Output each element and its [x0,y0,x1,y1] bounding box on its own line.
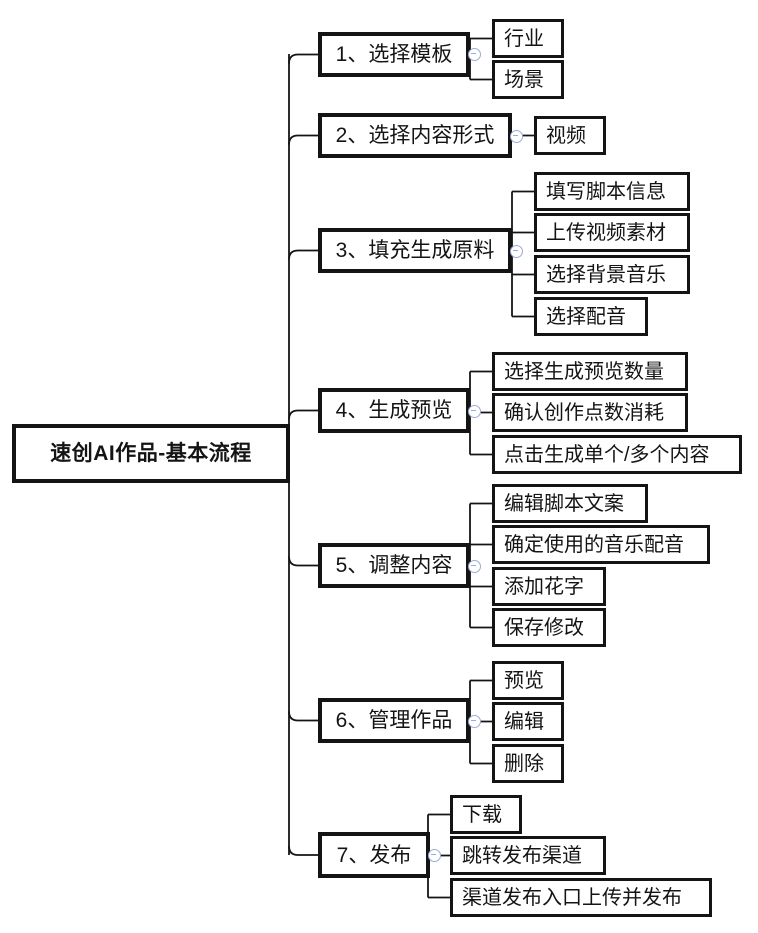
node-branch-7-child-3[interactable]: 渠道发布入口上传并发布 [450,878,712,917]
node-branch-1-child-1[interactable]: 行业 [492,19,564,58]
node-branch-3-child-3-label: 选择背景音乐 [546,263,666,286]
node-branch-5-label: 5、调整内容 [335,554,453,577]
node-branch-5-child-4-label: 保存修改 [504,616,584,639]
root-node[interactable]: 速创AI作品-基本流程 [12,424,290,483]
node-branch-7-child-1-label: 下载 [462,803,502,826]
node-branch-3-child-4-label: 选择配音 [546,305,626,328]
node-branch-6-child-1[interactable]: 预览 [492,661,564,700]
node-branch-7-child-2[interactable]: 跳转发布渠道 [450,836,606,875]
node-branch-5-child-1-label: 编辑脚本文案 [504,492,624,515]
node-branch-4-child-2-label: 确认创作点数消耗 [504,401,664,424]
node-branch-5-child-2[interactable]: 确定使用的音乐配音 [492,525,710,564]
node-branch-6-child-2-label: 编辑 [504,710,544,733]
node-branch-4-label: 4、生成预览 [335,399,453,422]
node-branch-6-label: 6、管理作品 [335,709,453,732]
node-branch-6[interactable]: 6、管理作品 [318,698,470,743]
node-branch-3-child-2[interactable]: 上传视频素材 [534,213,690,252]
node-branch-1-child-2[interactable]: 场景 [492,60,564,99]
node-branch-2[interactable]: 2、选择内容形式 [318,113,512,158]
collapse-toggle-icon-5[interactable] [468,560,481,573]
node-branch-5-child-2-label: 确定使用的音乐配音 [504,533,684,556]
node-branch-2-child-1[interactable]: 视频 [534,116,606,155]
node-branch-1-child-1-label: 行业 [504,27,544,50]
node-branch-5-child-4[interactable]: 保存修改 [492,608,606,647]
node-branch-7[interactable]: 7、发布 [318,832,430,878]
node-branch-3-child-2-label: 上传视频素材 [546,221,666,244]
node-branch-2-child-1-label: 视频 [546,124,586,147]
collapse-toggle-icon-3[interactable] [510,245,523,258]
collapse-toggle-icon-1[interactable] [468,48,481,61]
node-branch-7-child-2-label: 跳转发布渠道 [462,844,582,867]
node-branch-3-label: 3、填充生成原料 [335,239,495,262]
node-branch-3-child-3[interactable]: 选择背景音乐 [534,255,690,294]
node-branch-5-child-1[interactable]: 编辑脚本文案 [492,484,648,523]
node-branch-7-label: 7、发布 [336,843,412,867]
node-branch-3-child-4[interactable]: 选择配音 [534,297,648,336]
node-branch-6-child-3-label: 删除 [504,752,544,775]
node-branch-5[interactable]: 5、调整内容 [318,543,470,588]
node-branch-4-child-1[interactable]: 选择生成预览数量 [492,352,688,391]
node-branch-4[interactable]: 4、生成预览 [318,388,470,433]
node-branch-1-child-2-label: 场景 [504,68,544,91]
node-branch-7-child-1[interactable]: 下载 [450,795,522,834]
node-branch-6-child-2[interactable]: 编辑 [492,702,564,741]
collapse-toggle-icon-2[interactable] [510,130,523,143]
node-branch-5-child-3-label: 添加花字 [504,575,584,598]
node-branch-4-child-2[interactable]: 确认创作点数消耗 [492,393,688,432]
node-branch-4-child-1-label: 选择生成预览数量 [504,360,664,383]
root-node-label: 速创AI作品-基本流程 [50,442,252,465]
collapse-toggle-icon-4[interactable] [468,405,481,418]
node-branch-5-child-3[interactable]: 添加花字 [492,567,606,606]
collapse-toggle-icon-6[interactable] [468,715,481,728]
node-branch-2-label: 2、选择内容形式 [335,124,495,147]
node-branch-6-child-3[interactable]: 删除 [492,744,564,783]
node-branch-3-child-1-label: 填写脚本信息 [546,180,666,203]
node-branch-3-child-1[interactable]: 填写脚本信息 [534,172,690,211]
node-branch-4-child-3[interactable]: 点击生成单个/多个内容 [492,435,742,474]
node-branch-1[interactable]: 1、选择模板 [318,32,470,77]
node-branch-3[interactable]: 3、填充生成原料 [318,228,512,273]
node-branch-6-child-1-label: 预览 [504,669,544,692]
node-branch-1-label: 1、选择模板 [335,43,453,66]
node-branch-7-child-3-label: 渠道发布入口上传并发布 [462,886,682,909]
node-branch-4-child-3-label: 点击生成单个/多个内容 [504,443,710,466]
collapse-toggle-icon-7[interactable] [428,849,441,862]
